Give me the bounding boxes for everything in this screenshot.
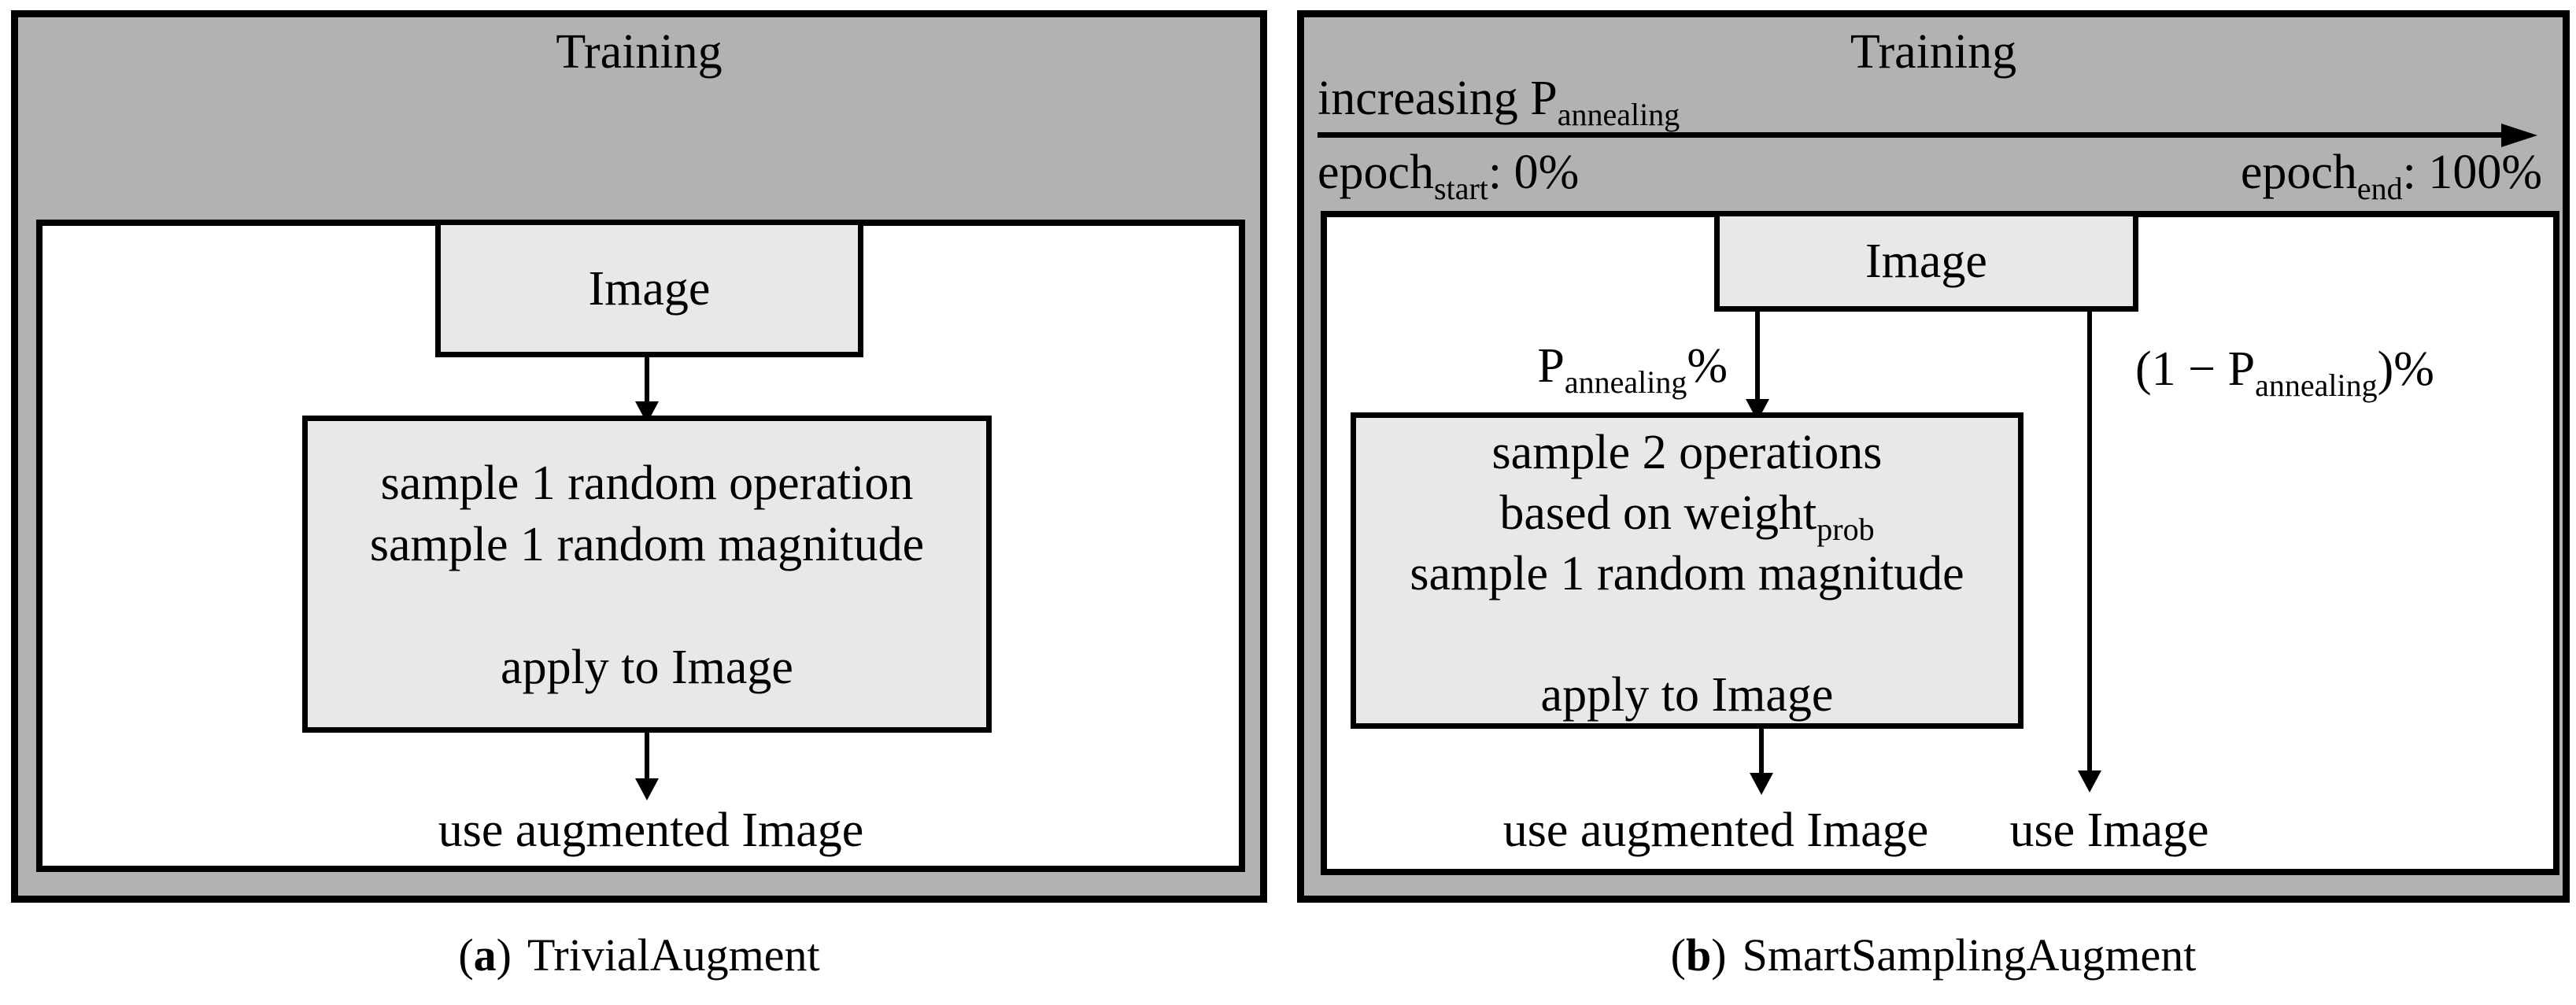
panel-b-output-right-text: use Image [2009, 804, 2209, 857]
panel-b-annealing-arrow-label: increasing Pannealing [1318, 72, 1680, 131]
epoch-start-sub: start [1434, 171, 1488, 206]
process-line: sample 2 operations [1491, 426, 1883, 479]
right-branch-sub: annealing [2255, 368, 2378, 403]
panel-a-process-box: sample 1 random operation sample 1 rando… [302, 416, 992, 733]
panel-b-right-branch-label: (1 − Pannealing)% [2135, 342, 2434, 401]
panel-a-image-label: Image [588, 261, 711, 316]
panel-b-arrowhead-process-to-output [1750, 773, 1773, 795]
epoch-end-sub: end [2356, 171, 2403, 206]
panel-a-output-label: use augmented Image [312, 804, 989, 856]
panel-b-arrowhead-image-to-use [2078, 770, 2101, 793]
panel-b-image-box: Image [1714, 211, 2138, 312]
panel-a-caption: (a) TrivialAugment [11, 930, 1267, 981]
epoch-end-main: epoch [2240, 146, 2357, 199]
left-branch-sub: annealing [1564, 364, 1687, 400]
annealing-label-sub: annealing [1557, 97, 1680, 132]
right-branch-suffix: )% [2377, 342, 2434, 396]
caption-marker: (b) [1670, 929, 1727, 981]
panel-a-image-box: Image [435, 220, 863, 357]
process-line: sample 1 random magnitude [369, 518, 925, 571]
process-line: sample 1 random operation [380, 456, 914, 510]
panel-b-caption: (b) SmartSamplingAugment [1297, 930, 2570, 981]
epoch-end-value: : 100% [2402, 146, 2542, 199]
panel-b-output-right-label: use Image [1932, 804, 2286, 856]
panel-a-output-text: use augmented Image [438, 804, 864, 857]
panel-b-arrow-image-to-process [1755, 312, 1760, 402]
panel-b-output-left-text: use augmented Image [1502, 804, 1929, 857]
panel-a-title: Training [11, 26, 1267, 78]
process-line: sample 1 random magnitude [1410, 547, 1964, 600]
panel-b-epoch-arrowhead [2501, 124, 2537, 147]
panel-b-epoch-end-label: epochend: 100% [2046, 146, 2542, 205]
panel-b-output-left-label: use augmented Image [1377, 804, 2054, 856]
panel-a-arrowhead-process-to-output [635, 778, 659, 800]
panel-b-title-text: Training [1850, 25, 2017, 79]
panel-a-arrow-process-to-output [645, 733, 649, 781]
process-line: apply to Image [1540, 668, 1834, 722]
process-line2-main: based on weight [1499, 486, 1817, 540]
left-branch-main: P [1537, 339, 1565, 393]
process-line-spacer [308, 575, 986, 637]
process-line: apply to Image [501, 641, 793, 694]
panel-b-epoch-arrow-shaft [1318, 132, 2503, 138]
right-branch-prefix: (1 − P [2135, 342, 2256, 396]
panel-a-caption-text: TrivialAugment [527, 929, 820, 981]
annealing-label-main: increasing P [1318, 72, 1558, 125]
panel-b-process-box: sample 2 operations based on weightprob … [1351, 412, 2023, 729]
panel-b-caption-text: SmartSamplingAugment [1742, 929, 2197, 981]
process-line-spacer [1356, 604, 2018, 665]
epoch-start-main: epoch [1318, 146, 1435, 199]
panel-b-left-branch-label: Pannealing% [1413, 339, 1728, 398]
panel-b-epoch-start-label: epochstart: 0% [1318, 146, 1580, 205]
process-line2-sub: prob [1817, 512, 1875, 547]
caption-marker: (a) [458, 929, 512, 981]
panel-a-arrow-image-to-process [645, 357, 649, 405]
epoch-start-value: : 0% [1488, 146, 1580, 199]
panel-b-arrow-image-to-use [2087, 312, 2092, 774]
panel-b-arrow-process-to-output [1759, 729, 1764, 776]
left-branch-suffix: % [1687, 339, 1728, 393]
panel-b-image-label: Image [1865, 235, 1987, 288]
process-line: based on weightprob [1356, 483, 2018, 547]
panel-b-title: Training [1297, 26, 2570, 78]
panel-a-title-text: Training [556, 25, 723, 79]
